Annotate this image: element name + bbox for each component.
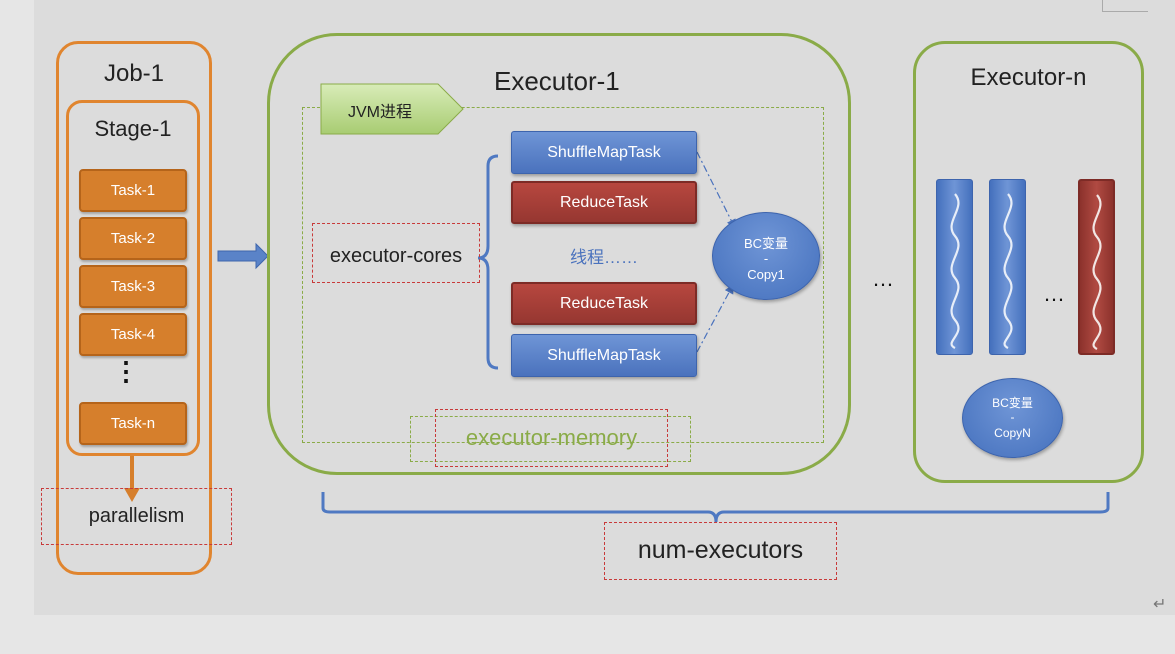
task-to-bc-arrow-bottom [696,283,734,353]
reduce-task-top: ReduceTask [511,181,697,224]
executor-1-title: Executor-1 [494,66,620,96]
reduce-task-bottom: ReduceTask [511,282,697,325]
parallelism-label: parallelism [88,505,185,527]
bc-variable-copy1 [712,212,820,300]
job-container [56,41,212,575]
task-box-2: Task-2 [79,217,187,260]
thread-bar-blue-1 [936,179,973,355]
job-title: Job-1 [103,60,165,87]
thread-bar-red [1078,179,1115,355]
executor-memory-label: executor-memory [465,425,638,450]
cores-bracket [477,154,499,370]
bc-copy1-line2: - [763,251,769,266]
num-executors-box [604,522,837,580]
thread-bar-blue-2 [989,179,1026,355]
wave-icon [1003,193,1013,349]
stage-title: Stage-1 [94,116,172,141]
bc-copyn-line3: CopyN [994,426,1031,440]
corner-mark [1102,0,1148,12]
executor-cores-label: executor-cores [329,245,463,267]
task-box-3: Task-3 [79,265,187,308]
executors-ellipsis: … [872,266,894,291]
bc-copy1-line1: BC变量 [743,236,789,251]
parallelism-box [41,488,232,545]
executor-n-title: Executor-n [970,64,1087,91]
shuffle-map-task-bottom: ShuffleMapTask [511,334,697,377]
threads-label: 线程…… [570,248,638,267]
flow-arrow [217,242,269,270]
task-to-bc-arrow-top [696,151,736,230]
return-mark: ↵ [1153,596,1167,613]
bc-copyn-line1: BC变量 [992,396,1033,410]
task-box-n: Task-n [79,402,187,445]
shuffle-map-task-top: ShuffleMapTask [511,131,697,174]
num-executors-label: num-executors [637,536,804,564]
bc-copy1-line3: Copy1 [747,267,785,282]
jvm-label: JVM进程 [347,104,412,121]
jvm-process-boundary [302,107,824,443]
wave-icon [1092,194,1102,350]
executor-memory-red-box [435,409,668,467]
thread-ellipsis: … [1043,281,1065,306]
jvm-arrow-shape [320,83,464,135]
executor-cores-box [312,223,480,283]
task-box-1: Task-1 [79,169,187,212]
executor-n-container [913,41,1144,483]
executor-1-container [267,33,851,475]
task-ellipsis: ⋮ [113,356,139,386]
executor-memory-green-box [410,416,691,462]
task-box-4: Task-4 [79,313,187,356]
stage-container [66,100,200,456]
bc-copyn-line2: - [1010,410,1015,424]
num-executors-bracket [321,492,1110,523]
stage-down-arrowhead [124,488,140,502]
bc-variable-copyn [962,378,1063,458]
wave-icon [950,193,960,349]
